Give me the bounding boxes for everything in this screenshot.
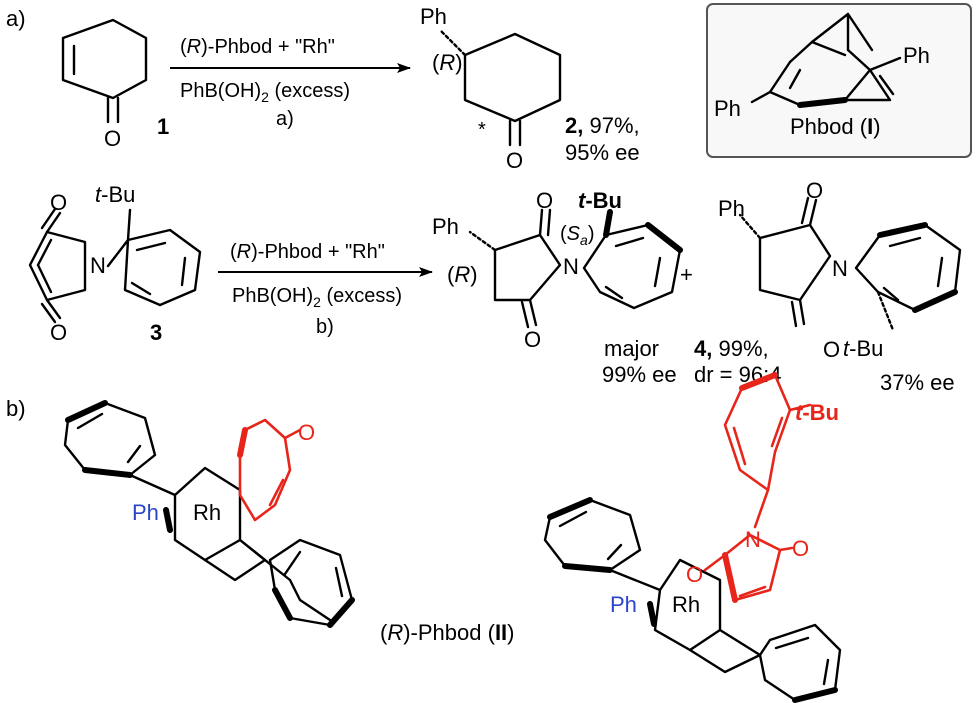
svg-text:(R)-Phbod + "Rh": (R)-Phbod + "Rh" [180, 36, 335, 58]
svg-text:Ph: Ph [420, 4, 447, 29]
svg-text:a): a) [276, 108, 294, 130]
svg-text:t-Bu: t-Bu [578, 188, 622, 213]
major-product: O O N Ph (R) (Sa) t-Bu major 99% ee [432, 188, 683, 387]
product-2: O Ph (R) * 2, 97%, 95% ee [420, 4, 640, 173]
svg-text:PhB(OH)2 (excess): PhB(OH)2 (excess) [232, 285, 402, 310]
plus-sign: + [680, 262, 693, 287]
svg-text:PhB(OH)2 (excess): PhB(OH)2 (excess) [180, 80, 350, 105]
svg-text:Rh: Rh [193, 500, 221, 525]
svg-text:(R)-Phbod + "Rh": (R)-Phbod + "Rh" [230, 241, 385, 263]
maleimide-bound: O O N t-Bu [686, 372, 839, 603]
svg-text:O: O [792, 536, 809, 561]
svg-text:O: O [298, 420, 315, 445]
svg-text:Phbod (I): Phbod (I) [790, 114, 881, 139]
svg-text:N: N [563, 254, 579, 279]
product-4-yield: 4, 99%, dr = 96:4 [694, 336, 781, 387]
svg-text:95% ee: 95% ee [565, 140, 640, 165]
cyclohexenone-1: O 1 [61, 18, 169, 151]
cyclohexenone-bound: O [237, 418, 315, 522]
svg-text:Ph: Ph [610, 592, 637, 617]
svg-text:(R): (R) [432, 50, 463, 75]
svg-text:Rh: Rh [672, 592, 700, 617]
compound-number-3: 3 [150, 320, 162, 345]
reaction-arrow-a: (R)-Phbod + "Rh" PhB(OH)2 (excess) a) [170, 36, 411, 130]
ligand-box: Ph Ph Phbod (I) [706, 3, 972, 158]
svg-text:37% ee: 37% ee [880, 370, 955, 395]
svg-text:O: O [524, 327, 541, 352]
svg-text:(R)-Phbod (II): (R)-Phbod (II) [380, 620, 515, 645]
svg-text:4, 99%,: 4, 99%, [694, 336, 769, 361]
svg-text:Ph: Ph [432, 214, 459, 239]
svg-text:O: O [104, 126, 121, 151]
svg-text:major: major [604, 336, 659, 361]
svg-text:O: O [50, 320, 67, 345]
svg-text:(R): (R) [447, 262, 478, 287]
minor-product: O O N Ph t-Bu 37% ee [718, 178, 962, 395]
panel-a-label: a) [6, 6, 26, 31]
svg-text:O: O [806, 178, 823, 203]
svg-text:N: N [832, 256, 848, 281]
reaction-arrow-b: (R)-Phbod + "Rh" PhB(OH)2 (excess) b) [218, 241, 433, 338]
svg-text:(Sa): (Sa) [560, 223, 594, 248]
svg-text:t-Bu: t-Bu [95, 182, 135, 207]
svg-text:t-Bu: t-Bu [843, 336, 883, 361]
svg-text:O: O [686, 562, 703, 587]
svg-text:N: N [745, 527, 761, 552]
svg-text:O: O [823, 337, 840, 362]
svg-text:O: O [506, 148, 523, 173]
svg-text:Ph: Ph [903, 43, 930, 68]
rh-complex-maleimide: Ph Rh O O N t-Bu (R)-Phbod (II) [380, 372, 842, 703]
compound-number-1: 1 [157, 114, 169, 139]
svg-text:b): b) [316, 316, 334, 338]
svg-text:Ph: Ph [718, 196, 745, 221]
svg-text:O: O [50, 190, 67, 215]
panel-b-label: b) [6, 396, 26, 421]
svg-text:Ph: Ph [132, 500, 159, 525]
svg-text:Ph: Ph [714, 96, 741, 121]
svg-text:t-Bu: t-Bu [795, 400, 839, 425]
svg-text:99% ee: 99% ee [602, 362, 677, 387]
svg-text:O: O [536, 188, 553, 213]
svg-text:N: N [90, 253, 106, 278]
rh-complex-cyclohexenone: Ph Rh O [63, 400, 355, 628]
maleimide-3: O O N t-Bu 3 [28, 182, 202, 345]
svg-text:2, 97%,: 2, 97%, [565, 113, 640, 138]
svg-text:dr = 96:4: dr = 96:4 [694, 362, 781, 387]
svg-text:*: * [478, 119, 486, 141]
